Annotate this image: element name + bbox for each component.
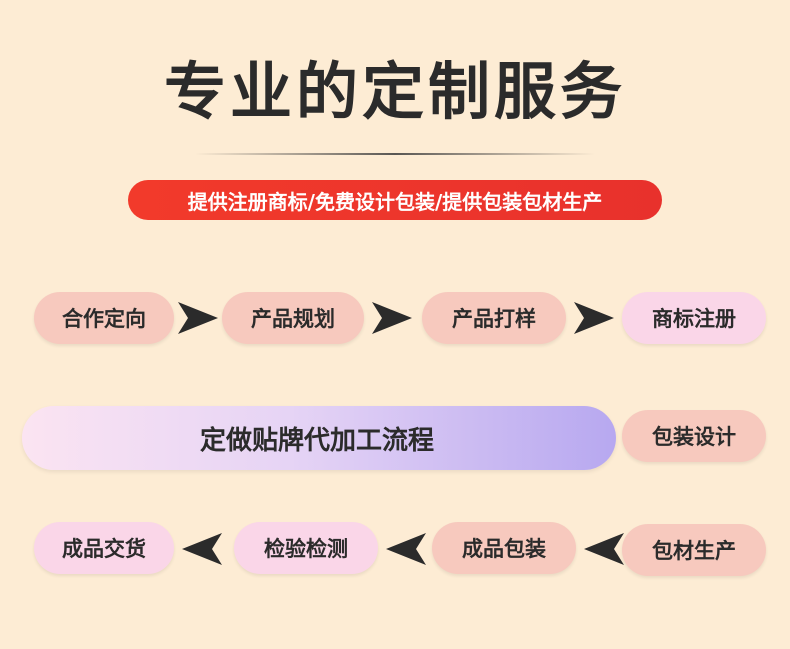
step-finished-packaging: 成品包装 [432,522,576,574]
arrow-left-icon [180,531,224,567]
step-packaging-design: 包装设计 [622,410,766,462]
arrow-right-icon [370,300,414,336]
arrow-left-icon [384,531,428,567]
arrow-left-icon [582,531,626,567]
step-product-sampling: 产品打样 [422,292,566,344]
process-title-label: 定做贴牌代加工流程 [199,425,434,456]
arrow-right-icon [176,300,220,336]
step-product-planning: 产品规划 [222,292,364,344]
step-delivery: 成品交货 [34,522,174,574]
page-title: 专业的定制服务 [163,55,626,128]
step-inspection: 检验检测 [234,522,378,574]
arrow-right-icon [572,300,616,336]
title-divider [195,153,595,155]
subtitle-banner: 提供注册商标/免费设计包装/提供包装包材生产 [128,180,662,220]
step-trademark-registration: 商标注册 [622,292,766,344]
process-title-bar: 定做贴牌代加工流程 [22,406,616,470]
step-packaging-material-production: 包材生产 [622,524,766,576]
step-cooperation-direction: 合作定向 [34,292,174,344]
